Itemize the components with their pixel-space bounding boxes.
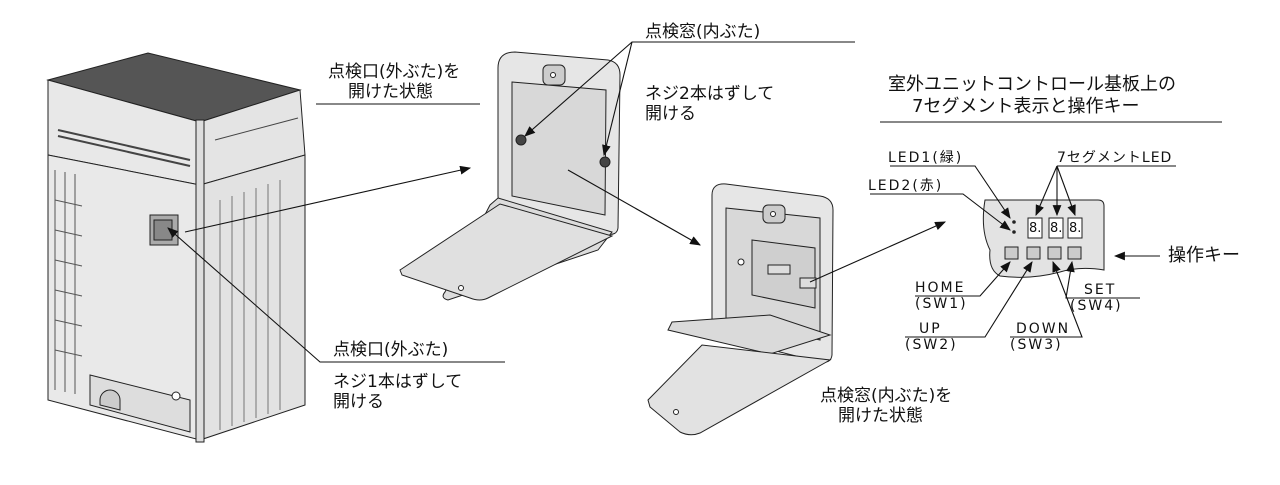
outer-cover-instruction: ネジ1本はずして 開ける (333, 372, 462, 412)
seven-segment-value-3: 8. (1069, 221, 1082, 236)
sw4-id: (SW4) (1070, 298, 1123, 314)
sw1-name: HOME (915, 280, 966, 296)
seven-segment-digit-1 (1027, 217, 1043, 239)
operation-key-buttons (1004, 246, 1082, 260)
sw1-home-key[interactable] (1004, 246, 1019, 260)
sw3-name: DOWN (1016, 321, 1071, 337)
outdoor-unit-illustration (46, 52, 306, 443)
inner-cover-instruction: ネジ2本はずして 開ける (645, 84, 774, 124)
outer-cover-title: 点検口(外ぶた) (333, 340, 449, 360)
inner-open-state-line1: 点検窓(内ぶた)を (820, 386, 953, 406)
sw4-set-key[interactable] (1067, 246, 1082, 260)
outer-cover-open-illustration (399, 51, 621, 301)
sw3-id: (SW3) (1010, 337, 1063, 353)
sw1-id: (SW1) (915, 296, 968, 312)
led2-indicator (1012, 230, 1016, 234)
sw2-label: UP (SW2) (905, 321, 958, 353)
outer-open-state-line2: 開けた状態 (348, 82, 433, 102)
sw2-up-key[interactable] (1026, 246, 1041, 260)
operation-keys-label: 操作キー (1168, 245, 1240, 266)
inner-cover-instruction-line2: 開ける (645, 104, 696, 124)
sw3-label: DOWN (SW3) (1010, 321, 1070, 353)
seven-segment-digit-2 (1048, 217, 1064, 239)
inner-open-state-line2: 開けた状態 (838, 406, 923, 426)
control-board-panel (982, 199, 1105, 278)
led1-label: LED1(緑) (888, 150, 964, 166)
seven-segment-label: 7セグメントLED (1057, 150, 1173, 166)
board-heading-line1: 室外ユニットコントロール基板上の (888, 74, 1176, 95)
sw2-id: (SW2) (905, 337, 958, 353)
inner-cover-title: 点検窓(内ぶた) (645, 22, 761, 42)
seven-segment-value-2: 8. (1050, 221, 1063, 236)
sw1-label: HOME (SW1) (915, 280, 968, 312)
outer-open-state-line1: 点検口(外ぶた)を (328, 62, 461, 82)
leader-lines (167, 41, 1222, 363)
seven-segment-digit-3 (1067, 217, 1083, 239)
screw-right (599, 156, 611, 168)
seven-segment-value-1: 8. (1029, 221, 1042, 236)
inner-open-state-label: 点検窓(内ぶた)を 開けた状態 (820, 386, 952, 426)
sw3-down-key[interactable] (1047, 246, 1062, 260)
screw-left (515, 134, 527, 146)
led1-indicator (1012, 220, 1016, 224)
seven-segment-displays (1027, 217, 1083, 239)
led2-label: LED2(赤) (868, 178, 944, 194)
sw4-name: SET (1084, 282, 1117, 298)
outer-cover-instruction-line1: ネジ1本はずして (333, 372, 463, 392)
sw4-label: SET (SW4) (1070, 282, 1123, 314)
sw2-name: UP (919, 321, 942, 337)
outer-open-state-label: 点検口(外ぶた)を 開けた状態 (328, 62, 460, 102)
outer-cover-instruction-line2: 開ける (333, 392, 384, 412)
inner-cover-open-illustration (647, 183, 834, 436)
board-heading-line2: 7セグメント表示と操作キー (912, 96, 1140, 117)
inner-cover-instruction-line1: ネジ2本はずして (645, 84, 775, 104)
board-heading: 室外ユニットコントロール基板上の 7セグメント表示と操作キー (888, 74, 1176, 118)
